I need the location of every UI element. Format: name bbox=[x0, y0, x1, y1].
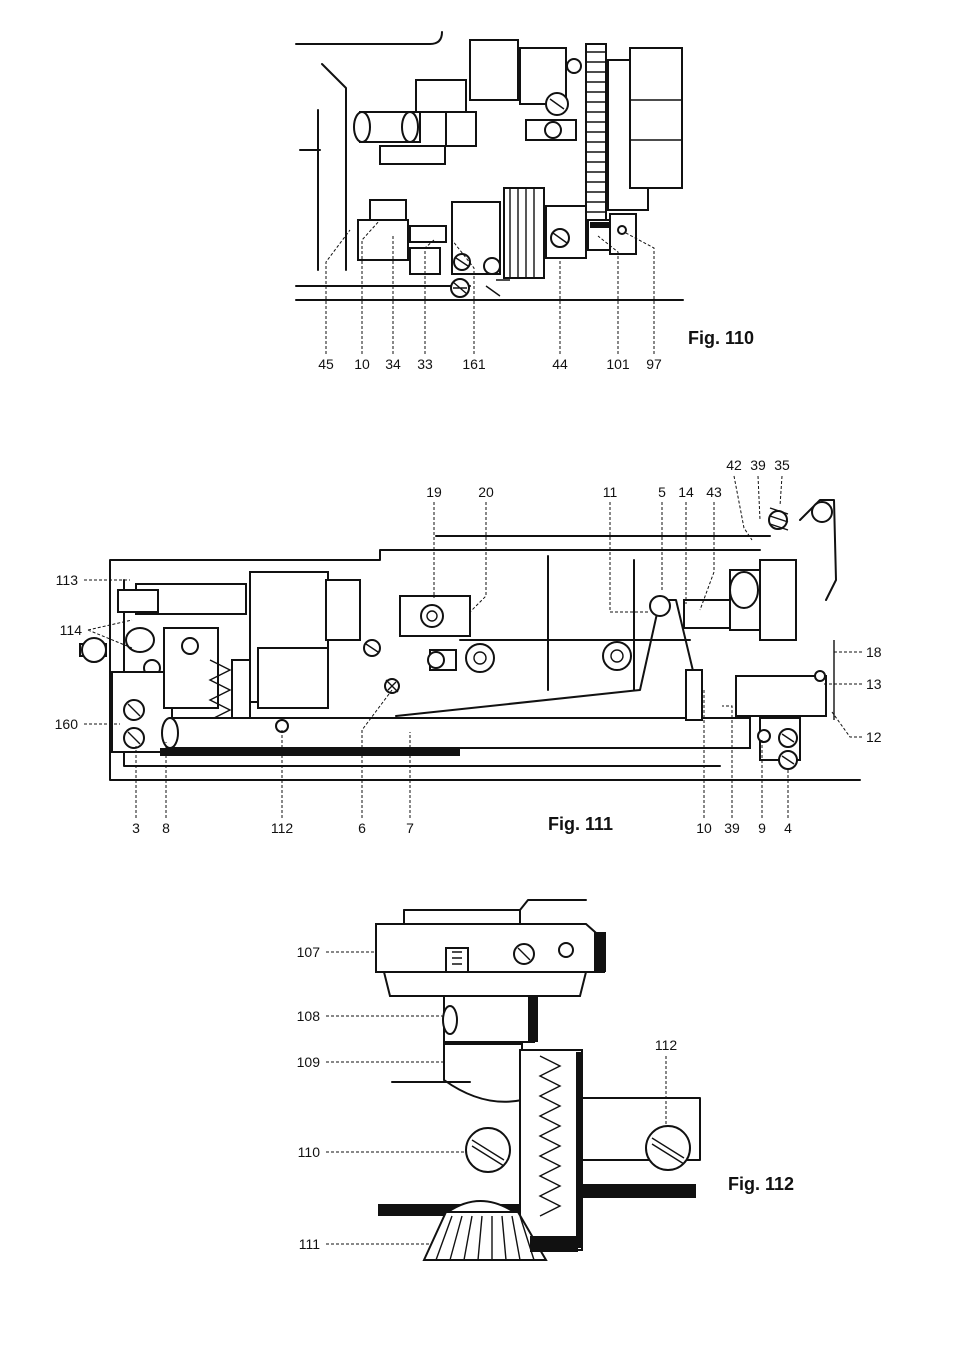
figure-111-leaders bbox=[84, 475, 862, 818]
callout-label: 42 bbox=[726, 457, 742, 473]
callout-label: 11 bbox=[603, 484, 618, 500]
figure-112-drawing bbox=[375, 899, 701, 1261]
callout-label: 111 bbox=[299, 1236, 320, 1252]
figure-caption: Fig. 110 bbox=[688, 328, 754, 348]
callout-label: 18 bbox=[866, 644, 882, 660]
figure-110-callouts: 45 10 34 33 161 44 101 97 bbox=[318, 356, 662, 372]
callout-label: 10 bbox=[696, 820, 712, 836]
callout-label: 7 bbox=[406, 820, 414, 836]
callout-label: 43 bbox=[706, 484, 722, 500]
callout-label: 101 bbox=[606, 356, 630, 372]
callout-label: 108 bbox=[297, 1008, 321, 1024]
callout-label: 44 bbox=[552, 356, 568, 372]
callout-label: 8 bbox=[162, 820, 170, 836]
figure-110-leaders bbox=[325, 219, 655, 354]
callout-label: 114 bbox=[60, 622, 83, 638]
callout-label: 14 bbox=[678, 484, 694, 500]
callout-label: 113 bbox=[56, 572, 79, 588]
callout-label: 19 bbox=[426, 484, 442, 500]
figure-caption: Fig. 112 bbox=[728, 1174, 794, 1194]
figure-111-callouts: 19 20 11 5 14 43 42 39 35 113 114 18 13 … bbox=[55, 457, 882, 836]
callout-label: 39 bbox=[750, 457, 766, 473]
callout-label: 9 bbox=[758, 820, 766, 836]
figure-112-leaders bbox=[326, 951, 667, 1245]
callout-label: 20 bbox=[478, 484, 494, 500]
figure-111: 19 20 11 5 14 43 42 39 35 113 114 18 13 … bbox=[55, 457, 882, 836]
figure-110: 45 10 34 33 161 44 101 97 Fig. 110 bbox=[295, 31, 754, 372]
callout-label: 107 bbox=[297, 944, 321, 960]
callout-label: 4 bbox=[784, 820, 792, 836]
figure-110-drawing bbox=[295, 31, 684, 301]
figure-caption: Fig. 111 bbox=[548, 814, 613, 834]
callout-label: 13 bbox=[866, 676, 882, 692]
figure-112: 107 108 109 110 111 112 Fig. 112 bbox=[297, 899, 794, 1261]
figure-111-drawing bbox=[79, 499, 861, 781]
figure-112-callouts: 107 108 109 110 111 112 bbox=[297, 944, 678, 1252]
callout-label: 39 bbox=[724, 820, 740, 836]
callout-label: 112 bbox=[655, 1037, 678, 1053]
callout-label: 3 bbox=[132, 820, 140, 836]
callout-label: 160 bbox=[55, 716, 79, 732]
callout-label: 112 bbox=[271, 820, 294, 836]
callout-label: 45 bbox=[318, 356, 334, 372]
callout-label: 6 bbox=[358, 820, 366, 836]
callout-label: 12 bbox=[866, 729, 882, 745]
callout-label: 109 bbox=[297, 1054, 321, 1070]
callout-label: 97 bbox=[646, 356, 662, 372]
callout-label: 161 bbox=[462, 356, 486, 372]
callout-label: 35 bbox=[774, 457, 790, 473]
callout-label: 110 bbox=[298, 1144, 321, 1160]
callout-label: 34 bbox=[385, 356, 401, 372]
callout-label: 10 bbox=[354, 356, 370, 372]
callout-label: 33 bbox=[417, 356, 433, 372]
callout-label: 5 bbox=[658, 484, 666, 500]
